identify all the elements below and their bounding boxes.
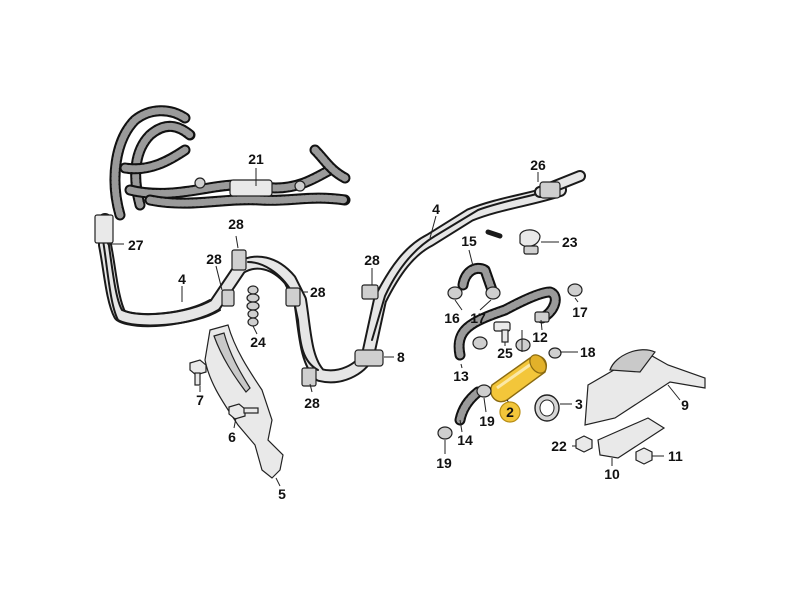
callout-9: 9	[681, 397, 689, 413]
callout-28-a: 28	[228, 216, 244, 232]
callout-5: 5	[278, 486, 286, 502]
clamp-23	[519, 229, 541, 255]
hose-14-19	[437, 384, 492, 440]
bolt-6	[228, 403, 259, 420]
leader-lines	[107, 168, 681, 487]
callout-11: 11	[668, 448, 683, 464]
callout-28-c: 28	[310, 284, 326, 300]
callout-17-left: 17	[470, 310, 486, 326]
fuel-filter-2	[490, 347, 562, 403]
callout-4-right: 4	[432, 201, 440, 217]
hose-16	[447, 262, 501, 300]
callout-7: 7	[196, 392, 204, 408]
heat-shield-5	[204, 324, 284, 479]
callout-2: 2	[506, 404, 514, 420]
callout-10: 10	[604, 466, 620, 482]
callout-18: 18	[580, 344, 596, 360]
bolt-7	[189, 359, 207, 386]
callout-19-right: 19	[479, 413, 495, 429]
callout-25: 25	[497, 345, 513, 361]
callout-4-left: 4	[178, 271, 186, 287]
callout-26: 26	[530, 157, 546, 173]
callout-27: 27	[128, 237, 144, 253]
connector-25	[493, 321, 511, 343]
callout-2-badge	[499, 401, 521, 423]
callout-19-left: 19	[436, 455, 452, 471]
callout-28-d: 28	[364, 252, 380, 268]
bracket-10	[597, 417, 666, 459]
callout-17-right: 17	[572, 304, 588, 320]
pipe-15	[485, 229, 503, 239]
ring-3	[534, 394, 560, 422]
hose-assembly-21	[109, 105, 351, 221]
callout-16: 16	[444, 310, 460, 326]
callout-28-b: 28	[206, 251, 222, 267]
nut-22	[575, 435, 593, 453]
callout-15: 15	[461, 233, 477, 249]
callout-13: 13	[453, 368, 469, 384]
callout-22: 22	[551, 438, 567, 454]
hose-12-13	[453, 283, 583, 361]
callout-8: 8	[397, 349, 405, 365]
nut-11	[635, 447, 653, 465]
callout-3: 3	[575, 396, 583, 412]
callout-12: 12	[532, 329, 548, 345]
pipe-set-4	[94, 170, 586, 387]
bracket-9	[584, 349, 706, 426]
callout-28-e: 28	[304, 395, 320, 411]
fastener-stack-24	[246, 285, 260, 327]
callout-24: 24	[250, 334, 266, 350]
callout-6: 6	[228, 429, 236, 445]
callout-labels: 21 26 27 4 4 28 28 28 28 28 24 7 6 5 8 1…	[128, 151, 689, 502]
callout-14: 14	[457, 432, 473, 448]
callout-21: 21	[248, 151, 264, 167]
callout-23: 23	[562, 234, 578, 250]
